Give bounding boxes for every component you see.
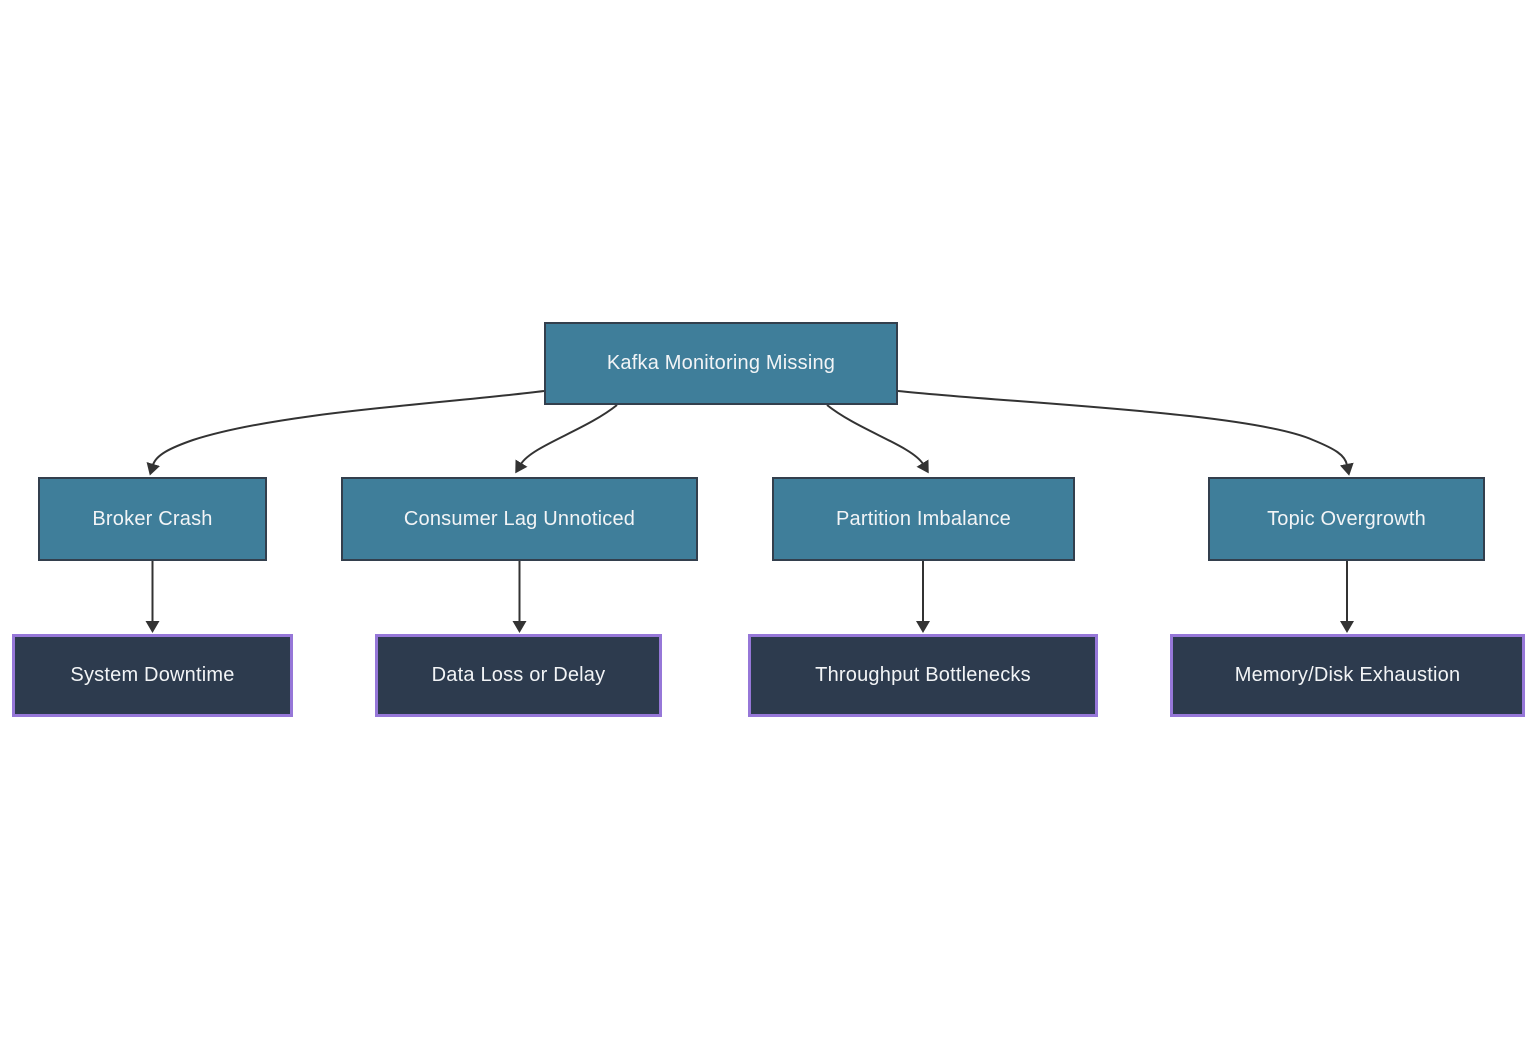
node-kafka-monitoring-missing: Kafka Monitoring Missing (544, 322, 898, 405)
node-label: Consumer Lag Unnoticed (403, 507, 636, 530)
node-data-loss-or-delay: Data Loss or Delay (375, 634, 662, 717)
node-label: Memory/Disk Exhaustion (1234, 664, 1461, 686)
node-label: Partition Imbalance (835, 507, 1011, 530)
node-system-downtime: System Downtime (12, 634, 293, 717)
edge-root-consumer-lag (515, 404, 618, 474)
node-topic-overgrowth: Topic Overgrowth (1208, 477, 1485, 561)
node-memory-disk-exhaustion: Memory/Disk Exhaustion (1170, 634, 1525, 717)
edge-root-broker-crash (146, 390, 545, 476)
node-label: Throughput Bottlenecks (815, 664, 1031, 686)
node-label: Data Loss or Delay (431, 664, 606, 686)
edge-root-partition-imbalance (826, 404, 929, 474)
node-label: Kafka Monitoring Missing (606, 352, 836, 374)
node-throughput-bottlenecks: Throughput Bottlenecks (748, 634, 1098, 717)
node-label: System Downtime (70, 664, 235, 686)
node-label: Topic Overgrowth (1267, 507, 1426, 530)
node-label: Broker Crash (92, 507, 213, 530)
node-consumer-lag-unnoticed: Consumer Lag Unnoticed (341, 477, 698, 561)
edge-root-topic-overgrowth (897, 390, 1354, 476)
node-broker-crash: Broker Crash (38, 477, 267, 561)
node-partition-imbalance: Partition Imbalance (772, 477, 1075, 561)
